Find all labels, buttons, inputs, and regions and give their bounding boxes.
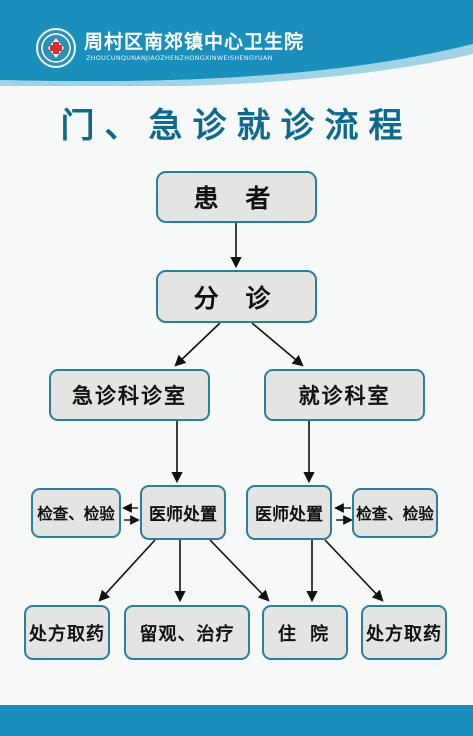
arrow-left-doctor-to-outcome1 [98, 539, 156, 602]
step-left-doctor: 医师处置 [140, 485, 226, 540]
page-title: 门、急诊就诊流程 [60, 106, 413, 146]
footer-band [0, 705, 473, 736]
outcome-hospitalization: 住 院 [262, 605, 348, 660]
arrow-left-doctor-to-outcome3 [209, 539, 270, 602]
header-band [0, 0, 473, 86]
outcome-prescription-right: 处方取药 [361, 605, 447, 660]
step-clinic-room: 就诊科室 [264, 369, 425, 421]
arrow-triage-to-emergency [174, 322, 221, 367]
step-triage: 分 诊 [156, 270, 317, 323]
step-right-doctor: 医师处置 [246, 485, 332, 540]
step-right-exam: 检查、检验 [352, 488, 438, 538]
step-left-exam: 检查、检验 [31, 488, 121, 538]
outcome-prescription-left: 处方取药 [24, 605, 110, 660]
arrow-right-doctor-to-outcome4 [324, 539, 384, 602]
exchange-arrows-left [122, 503, 140, 525]
arrow-triage-to-clinic [251, 322, 304, 367]
exchange-arrows-right [334, 503, 353, 525]
step-patient: 患 者 [156, 171, 317, 223]
hospital-name-pinyin: ZHOUCUNQUNANJIAOZHENZHONGXINWEISHENGYUAN [86, 54, 273, 62]
hospital-logo-icon [36, 28, 76, 68]
hospital-name: 周村区南郊镇中心卫生院 [84, 31, 305, 53]
step-emergency-room: 急诊科诊室 [49, 369, 210, 421]
outcome-observation-treatment: 留观、治疗 [124, 605, 250, 660]
